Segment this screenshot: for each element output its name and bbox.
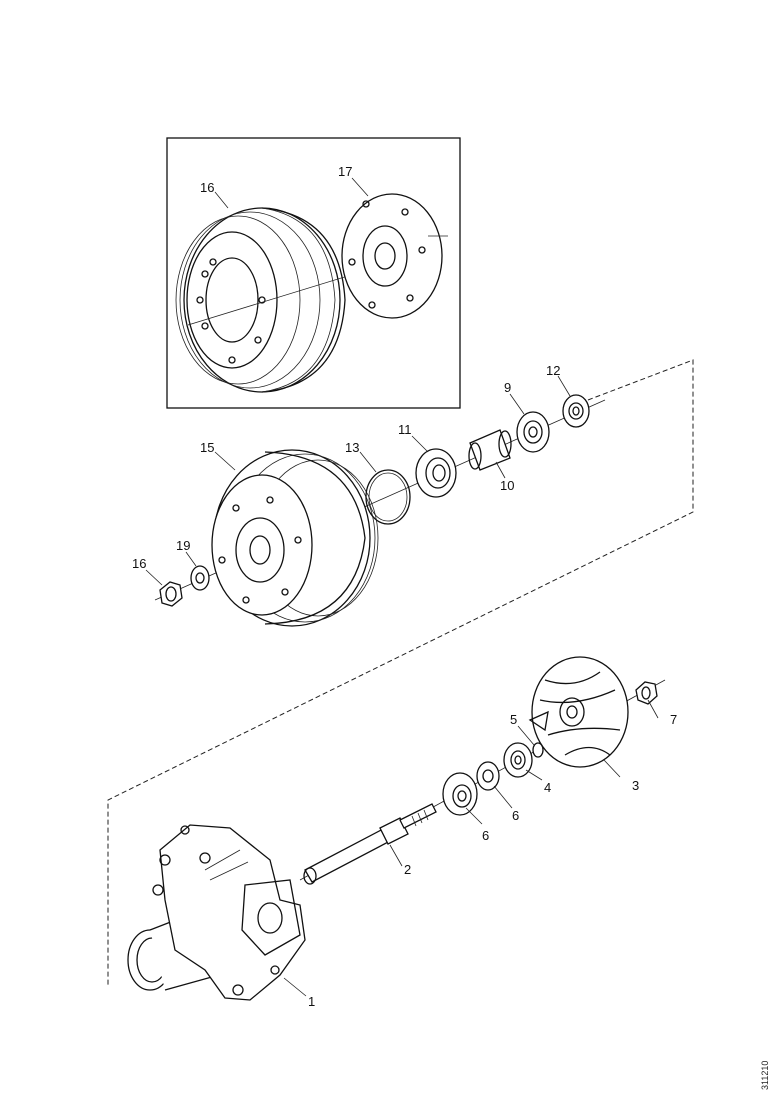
label-3: 3 bbox=[632, 778, 639, 793]
nut-7 bbox=[635, 681, 658, 705]
pulley-15 bbox=[211, 449, 379, 627]
seal-12 bbox=[562, 394, 590, 428]
seal-ring-13 bbox=[365, 469, 411, 525]
label-15: 15 bbox=[200, 440, 214, 455]
label-1: 1 bbox=[308, 994, 315, 1009]
label-7: 7 bbox=[670, 712, 677, 727]
label-12: 12 bbox=[546, 363, 560, 378]
label-16: 16 bbox=[132, 556, 146, 571]
label-9: 9 bbox=[504, 380, 511, 395]
seal-4 bbox=[503, 742, 533, 778]
drawing-code: 311210 bbox=[760, 1061, 770, 1090]
label-2: 2 bbox=[404, 862, 411, 877]
label-16-inset: 16 bbox=[200, 180, 214, 195]
seal-ring-6-right bbox=[476, 761, 500, 791]
washer-19 bbox=[190, 565, 210, 591]
nut-16 bbox=[159, 581, 183, 607]
label-4: 4 bbox=[544, 780, 551, 795]
label-13: 13 bbox=[345, 440, 359, 455]
label-5: 5 bbox=[510, 712, 517, 727]
bearing-6-left bbox=[442, 772, 478, 816]
label-6-right: 6 bbox=[512, 808, 519, 823]
washer-5 bbox=[532, 742, 544, 758]
inset-frame bbox=[166, 137, 461, 409]
label-6-left: 6 bbox=[482, 828, 489, 843]
spacer-sleeve-10 bbox=[468, 429, 512, 471]
shaft-2 bbox=[303, 803, 437, 885]
label-19: 19 bbox=[176, 538, 190, 553]
bearing-11 bbox=[415, 448, 457, 498]
impeller-3 bbox=[528, 656, 629, 768]
pulley-16-inset bbox=[175, 207, 401, 393]
label-17: 17 bbox=[338, 164, 352, 179]
leader-lines bbox=[145, 177, 659, 997]
assembly-dashed-outline bbox=[107, 359, 694, 985]
bearing-9 bbox=[516, 411, 550, 453]
flange-17 bbox=[341, 193, 448, 319]
pump-housing-1 bbox=[127, 824, 306, 1001]
label-11: 11 bbox=[398, 422, 412, 437]
label-10: 10 bbox=[500, 478, 514, 493]
